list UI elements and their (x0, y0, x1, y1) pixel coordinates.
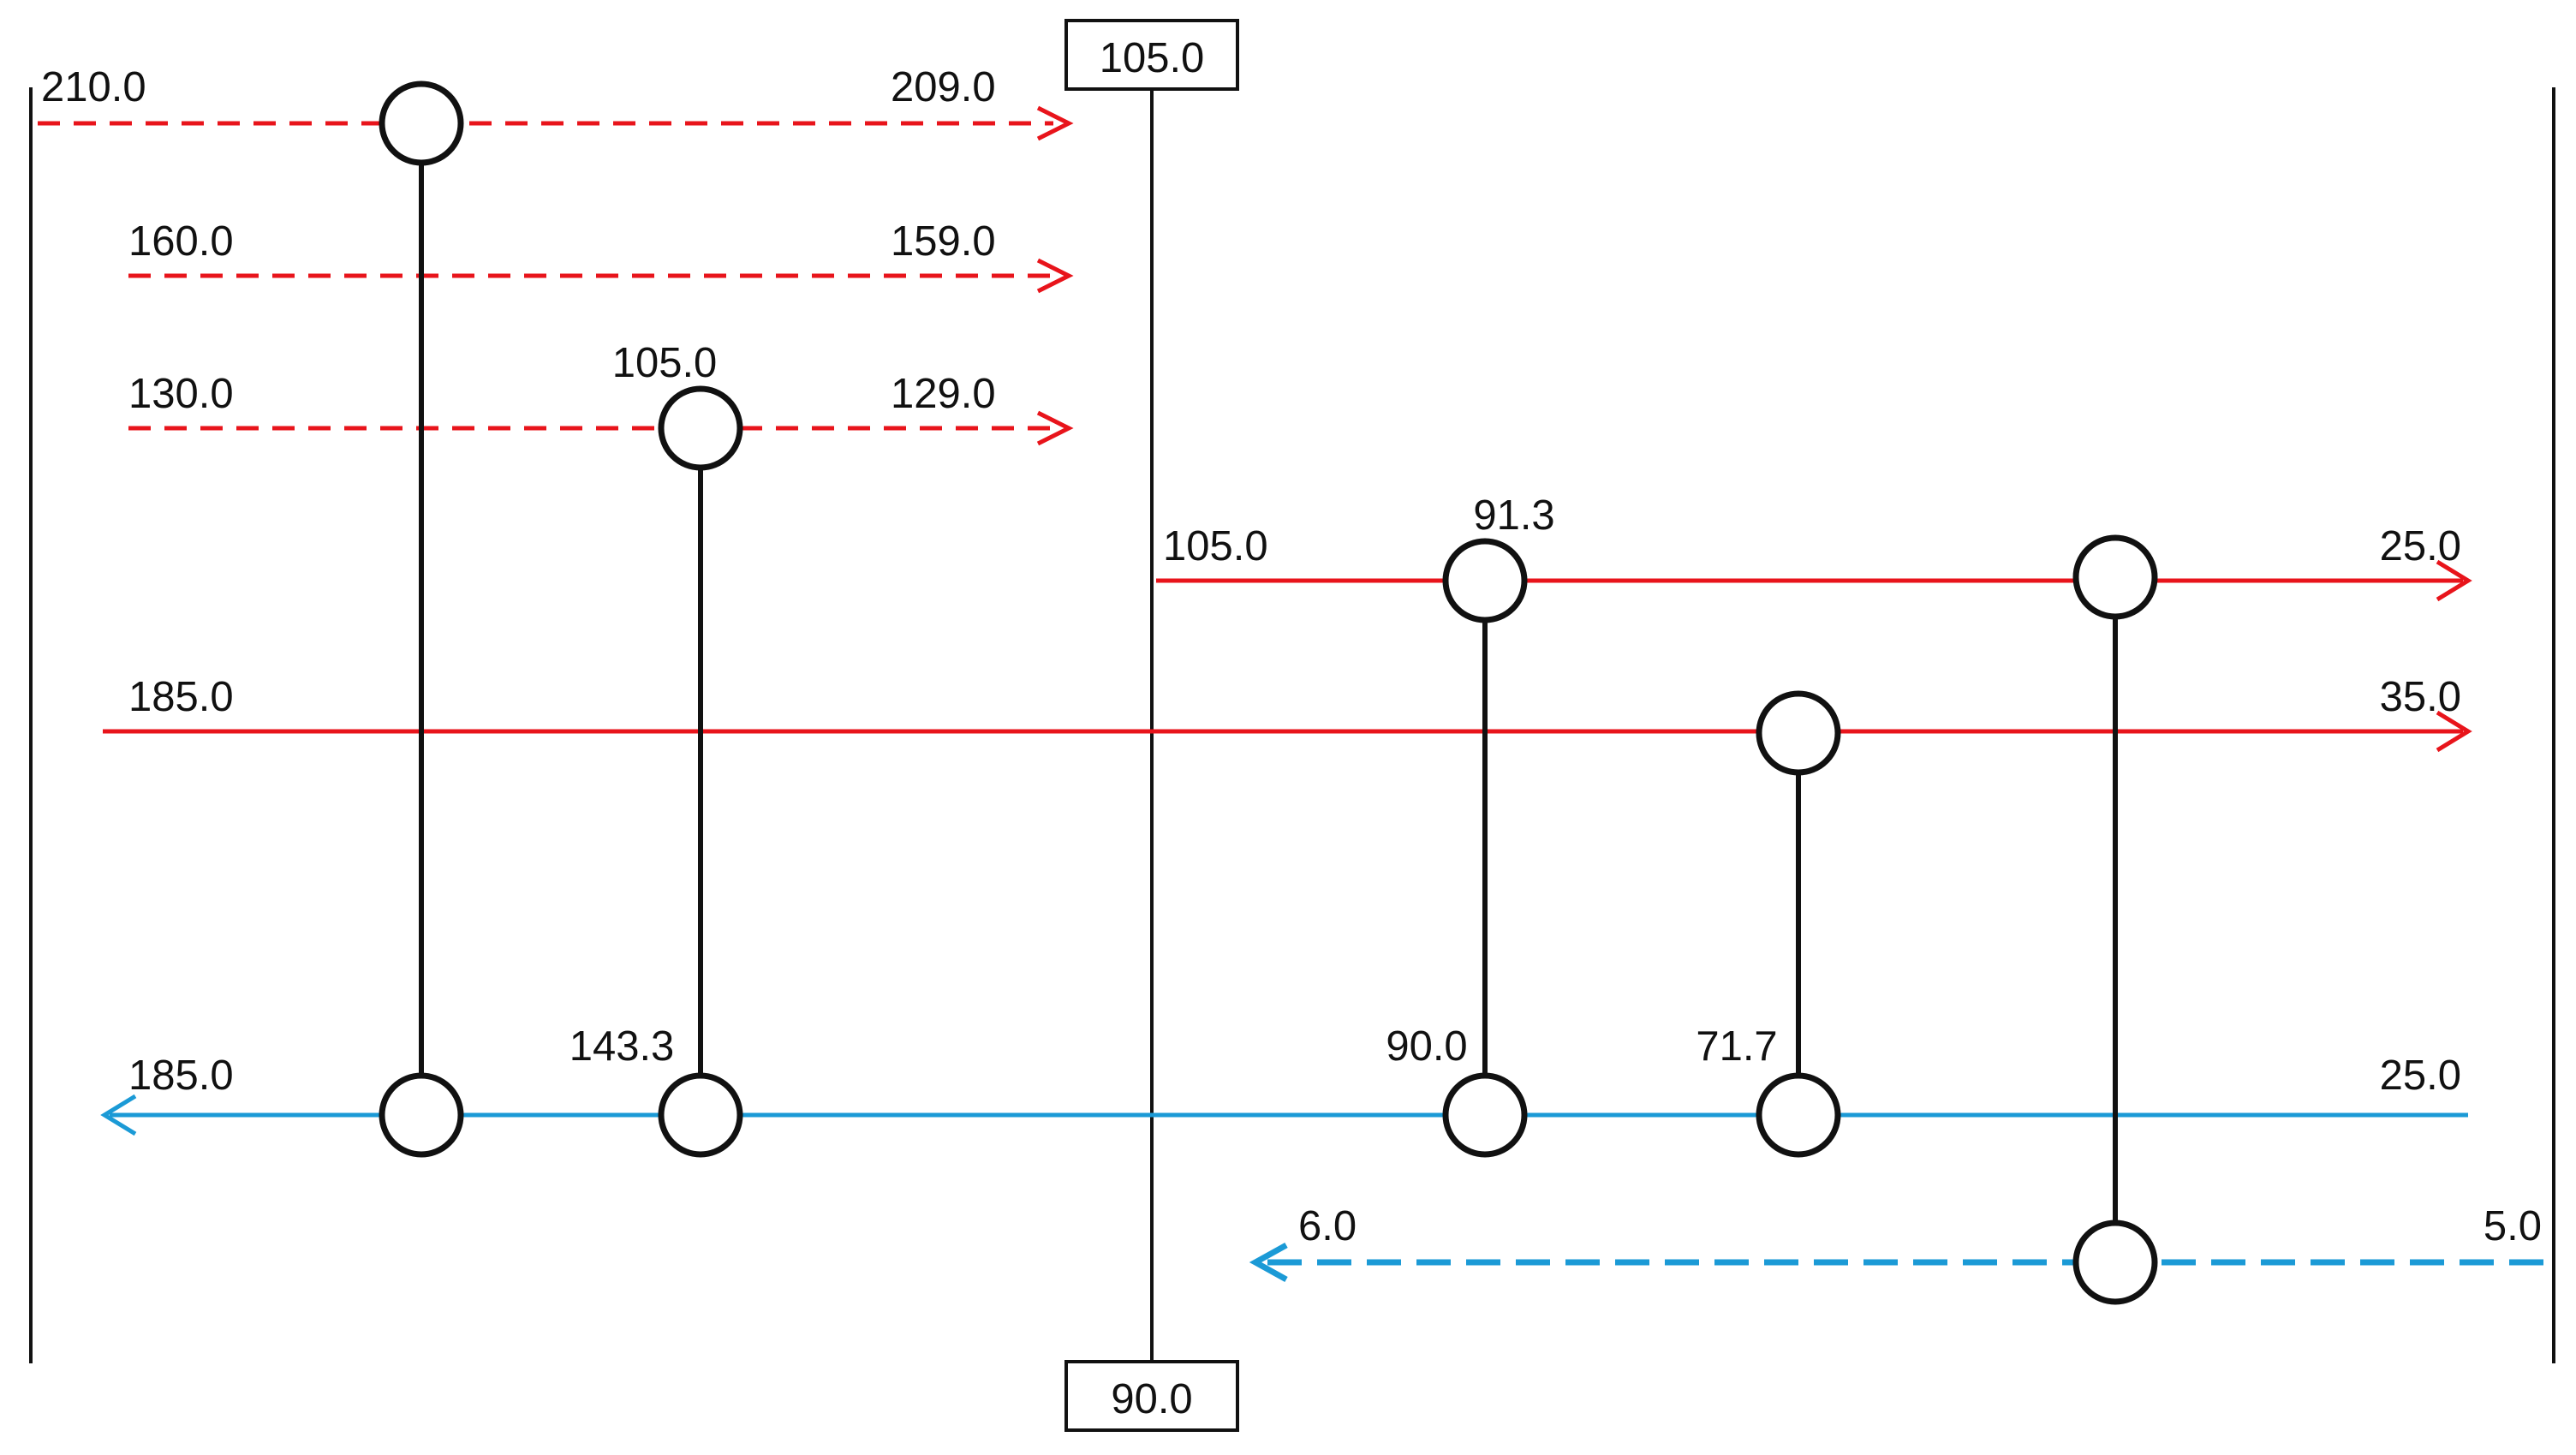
stream-c2-arrowhead (1249, 1242, 1288, 1283)
exchanger-4-bottom-temp: 71.7 (1696, 1023, 1777, 1070)
exchanger-2-cold-side (658, 1072, 743, 1158)
stream-h2 (128, 258, 1074, 294)
exchanger-3-top-temp: 91.3 (1473, 492, 1554, 539)
exchanger-1-hot-side (379, 81, 464, 166)
stream-c2 (1249, 1242, 2554, 1283)
stream-c1 (100, 1094, 2468, 1136)
exchanger-2-top-temp: 105.0 (612, 340, 718, 386)
stream-c1-inlet-temp: 25.0 (2380, 1052, 2461, 1099)
exchanger-5-hot-side (2072, 534, 2158, 620)
exchanger-2-bottom-temp: 143.3 (569, 1023, 675, 1070)
stream-h2-outlet-temp: 159.0 (891, 218, 996, 265)
exchanger-4-cold-side (1756, 1072, 1841, 1158)
stream-h1-outlet-temp: 209.0 (891, 64, 996, 110)
stream-h1 (38, 105, 1074, 141)
stream-h4-inlet-temp: 105.0 (1163, 523, 1268, 569)
stream-c2-outlet-temp: 6.0 (1298, 1203, 1357, 1249)
pinch-bottom-label: 90.0 (1111, 1376, 1192, 1422)
exchanger-1-cold-side (379, 1072, 464, 1158)
exchanger-3-bottom-temp: 90.0 (1386, 1023, 1467, 1070)
stream-h4-arrowhead (2436, 559, 2472, 602)
stream-h5 (103, 710, 2472, 753)
stream-c1-outlet-temp: 185.0 (128, 1052, 234, 1099)
exchanger-2-hot-side (658, 385, 743, 471)
stream-h1-inlet-temp: 210.0 (41, 64, 146, 110)
stream-h5-inlet-temp: 185.0 (128, 674, 234, 720)
exchanger-3-hot-side (1442, 538, 1528, 623)
pinch-bottom-box (1064, 1360, 1239, 1432)
stream-h3-outlet-temp: 129.0 (891, 371, 996, 417)
stream-c1-arrowhead (100, 1094, 137, 1136)
stream-h1-arrowhead (1036, 105, 1074, 141)
pinch-top-label: 105.0 (1100, 35, 1205, 81)
stream-h4-outlet-temp: 25.0 (2380, 523, 2461, 569)
stream-h2-inlet-temp: 160.0 (128, 218, 234, 265)
exchanger-3-cold-side (1442, 1072, 1528, 1158)
stream-h3 (128, 410, 1074, 446)
stream-h5-outlet-temp: 35.0 (2380, 674, 2461, 720)
stream-h3-arrowhead (1036, 410, 1074, 446)
exchanger-4-hot-side (1756, 690, 1841, 776)
exchanger-5-cold-side (2072, 1219, 2158, 1305)
stream-h4 (1156, 559, 2472, 602)
stream-c2-inlet-temp: 5.0 (2484, 1203, 2542, 1249)
stream-h5-arrowhead (2436, 710, 2472, 753)
stream-h2-arrowhead (1036, 258, 1074, 294)
stream-h3-inlet-temp: 130.0 (128, 371, 234, 417)
pinch-top-box (1064, 19, 1239, 91)
